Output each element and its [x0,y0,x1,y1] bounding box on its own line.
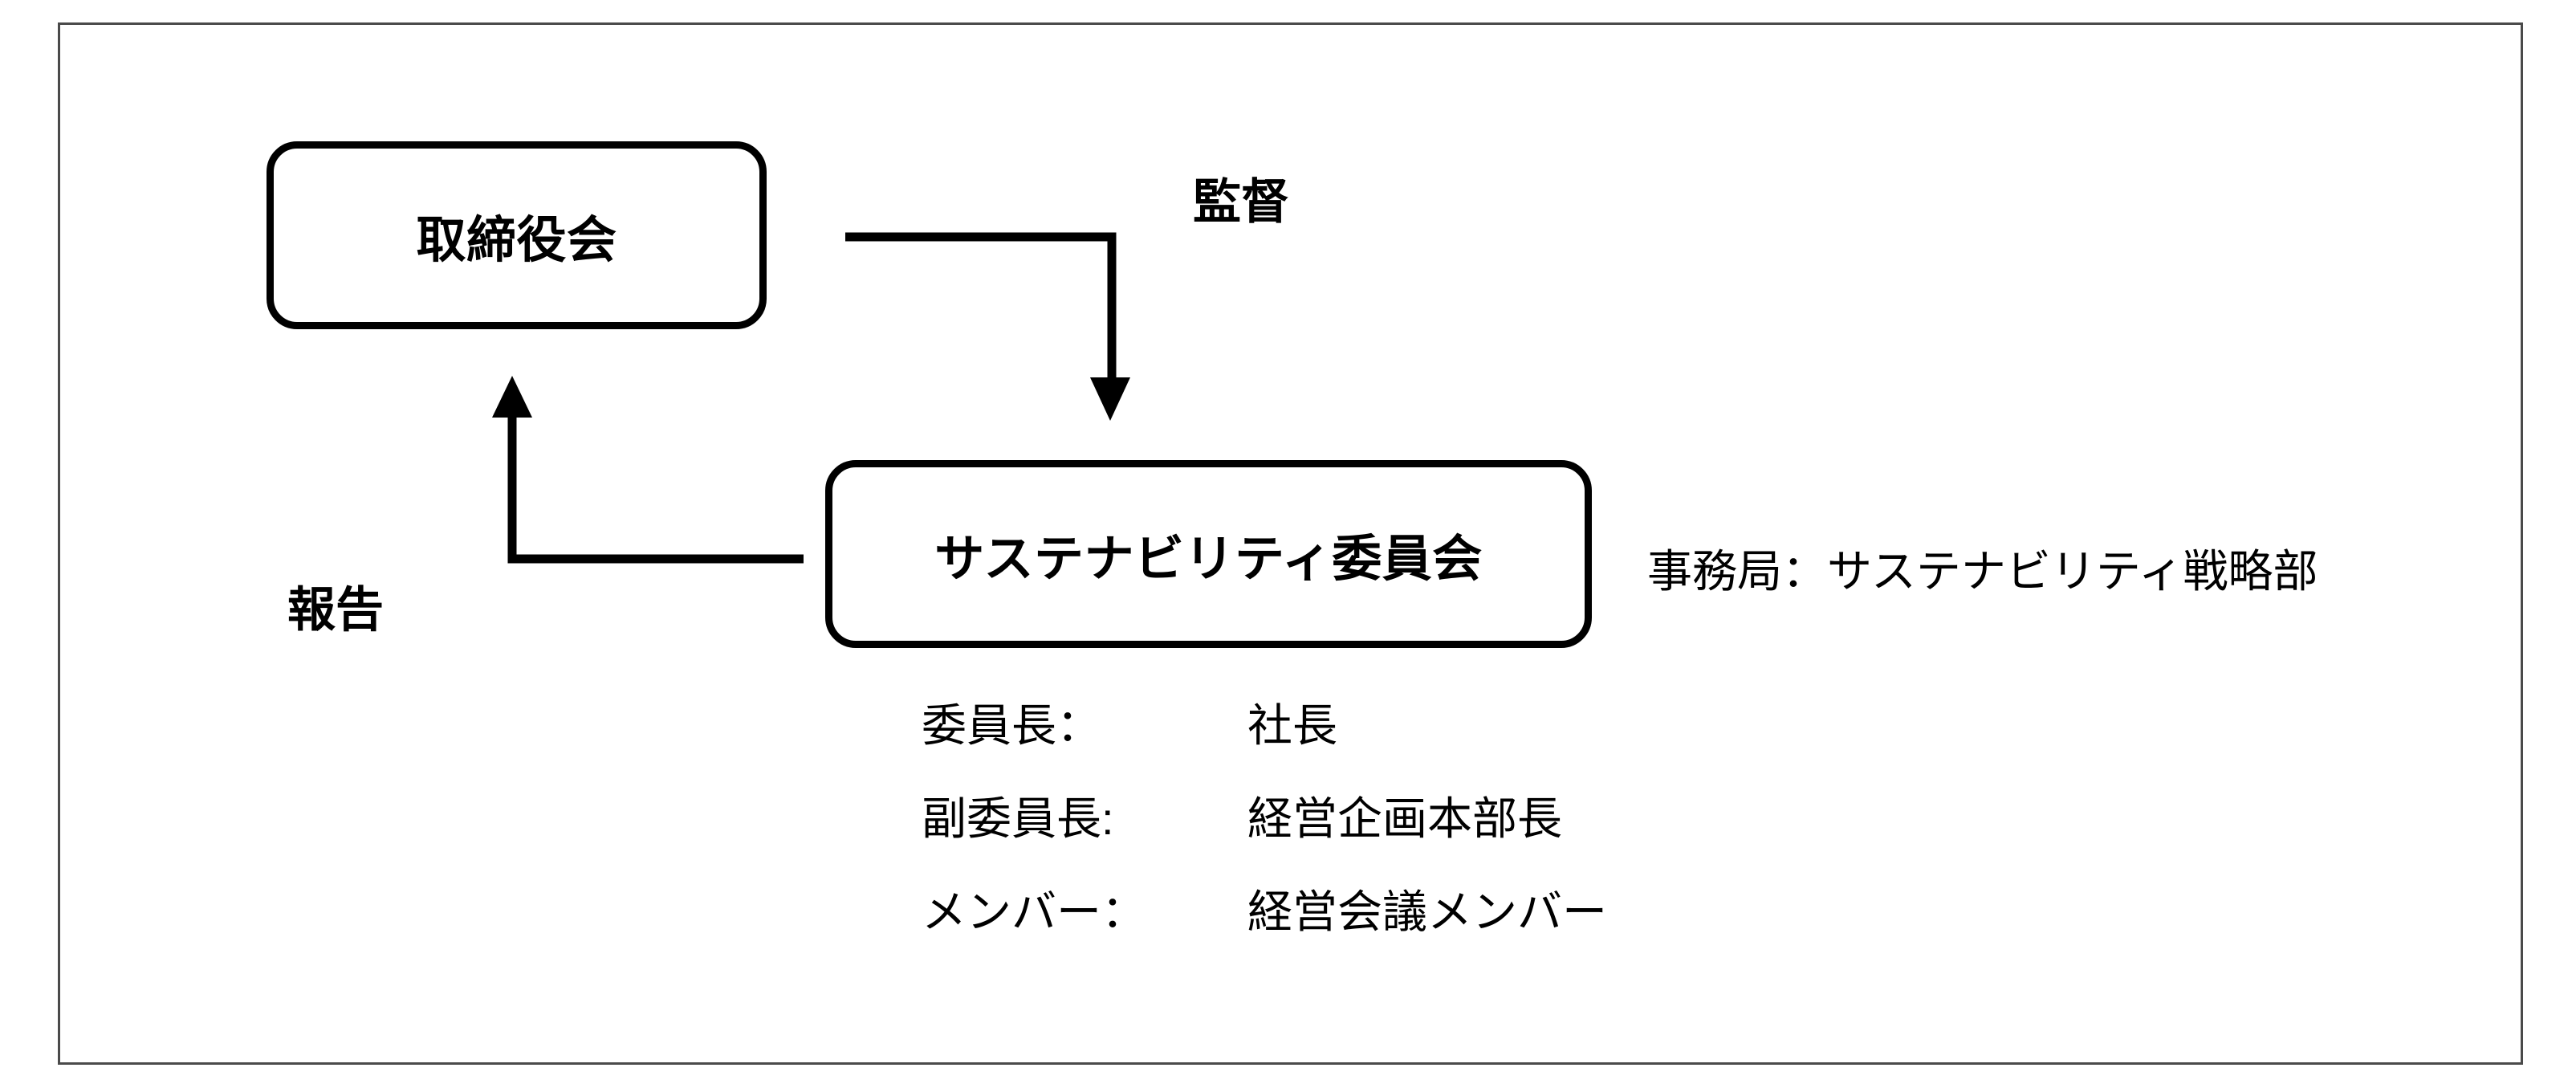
node-sustainability-committee[interactable]: サステナビリティ委員会 [825,460,1592,648]
secretariat-note: 事務局：サステナビリティ戦略部 [1647,546,2318,597]
node-sustainability-committee-label: サステナビリティ委員会 [934,532,1483,587]
node-board-of-directors-label: 取締役会 [416,213,617,268]
node-board-of-directors[interactable]: 取締役会 [267,141,767,329]
edge-label-supervise: 監督 [1193,175,1289,229]
roster-role-members: メンバー： [922,886,1146,937]
roster-row: メンバー： 経営会議メンバー [922,890,1724,983]
roster-row: 副委員長: 経営企画本部長 [922,797,1724,890]
roster-role-vice-chair: 副委員長: [922,793,1114,844]
roster-row: 委員長： 社長 [922,703,1724,797]
committee-roster: 委員長： 社長 副委員長: 経営企画本部長 メンバー： 経営会議メンバー [922,703,1724,983]
diagram-frame [58,22,2523,1065]
roster-value-vice-chair: 経営企画本部長 [1247,793,1562,844]
roster-value-members: 経営会議メンバー [1247,886,1607,937]
roster-value-chair: 社長 [1247,700,1337,751]
edge-label-report: 報告 [287,583,384,637]
roster-role-chair: 委員長： [922,700,1101,751]
